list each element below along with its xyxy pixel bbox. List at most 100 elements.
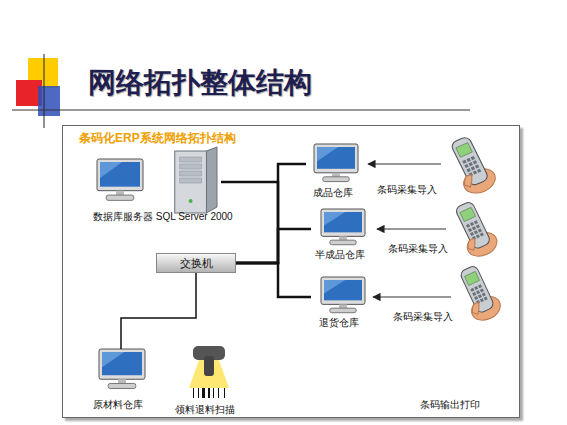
key [474, 220, 478, 224]
warehouse-pc: 半成品仓库 [311, 209, 377, 261]
key [473, 171, 477, 175]
key [480, 233, 484, 237]
monitor-base [108, 383, 136, 388]
key [471, 166, 475, 170]
server-side [206, 147, 217, 213]
handheld-terminal [454, 262, 504, 325]
node-icon [441, 134, 507, 196]
key [478, 228, 482, 232]
drive-bay [180, 164, 202, 169]
handheld-scanner: 条码采集导入 [451, 263, 511, 323]
monitor-base [106, 195, 134, 200]
screen-glare [317, 147, 338, 161]
thumb [461, 174, 476, 189]
network-cable [236, 263, 311, 297]
network-switch: 交换机 [156, 253, 236, 273]
device-screen [464, 271, 479, 285]
monitor-base [323, 177, 349, 182]
node-label: 半成品仓库 [315, 249, 365, 261]
network-cable [236, 164, 306, 263]
warehouse-pc: 退货仓库 [311, 277, 373, 329]
node-label: 条码采集导入 [388, 243, 448, 255]
key [484, 297, 488, 301]
key [462, 160, 466, 164]
monitor-base [330, 240, 356, 245]
node-label: 退货仓库 [319, 317, 359, 329]
node-label: 条码采集导入 [393, 311, 453, 323]
bar [202, 388, 205, 398]
blue-square [38, 86, 60, 116]
power-light [189, 199, 193, 203]
bar [208, 388, 210, 398]
handheld-terminal [444, 133, 499, 198]
import-arrow [373, 296, 451, 297]
monitor [314, 144, 358, 173]
monitor-stand [339, 236, 347, 240]
monitor [99, 349, 145, 379]
slide-title: 网络拓扑整体结构 [88, 64, 312, 102]
node-label: 领料退料扫描 [175, 404, 235, 416]
monitor-stand [339, 304, 347, 308]
key [468, 228, 472, 232]
bar [193, 388, 194, 398]
network-cable [236, 229, 311, 263]
screen-glare [324, 280, 345, 293]
key [476, 224, 480, 228]
bar [198, 388, 199, 398]
key [466, 224, 470, 228]
network-cable [121, 273, 196, 349]
screen-glare [324, 212, 345, 225]
thumb [465, 238, 479, 252]
device-screen [456, 143, 473, 158]
key [464, 164, 468, 168]
monitor [321, 209, 365, 236]
key [474, 286, 478, 290]
monitor [321, 277, 365, 304]
screen-glare [102, 352, 124, 367]
screen-glare [100, 162, 122, 178]
node-label: 条码采集导入 [377, 184, 437, 196]
monitor [97, 159, 143, 191]
monitor-stand [116, 191, 124, 195]
bar [224, 388, 225, 398]
key [470, 232, 474, 236]
key [470, 288, 474, 292]
device-screen [460, 207, 476, 221]
handheld-scanner: 条码采集导入 [441, 134, 507, 196]
screen [324, 280, 362, 300]
key [482, 292, 486, 296]
warehouse-pc: 原材料仓库 [89, 349, 153, 413]
key [471, 156, 475, 160]
import-arrow [377, 228, 446, 229]
key [469, 162, 473, 166]
key [477, 169, 481, 173]
node-label: 原材料仓库 [93, 399, 143, 411]
key [473, 160, 477, 164]
import-arrow [368, 163, 441, 164]
monitor-stand [118, 379, 126, 383]
scanner-handle [204, 356, 214, 376]
drive-bay [180, 171, 202, 176]
output-label: 条码输出打印 [420, 398, 480, 412]
server-body [175, 151, 207, 213]
node-icon [446, 199, 508, 259]
screen [317, 147, 355, 169]
node-icon [451, 263, 511, 323]
bar [213, 388, 214, 398]
key [472, 292, 476, 296]
monitor-stand [332, 173, 340, 177]
bar [218, 388, 219, 398]
node-label: 数据库服务器 SQL Server 2000 [93, 211, 233, 223]
warehouse-pc: 成品仓库 [306, 144, 368, 199]
server-node: 数据库服务器 SQL Server 2000 [91, 147, 221, 227]
barcode-gun: 领料退料扫描 [173, 344, 245, 416]
key [466, 158, 470, 162]
drive-bay [180, 178, 202, 183]
scanner-gun [189, 346, 229, 398]
thumb [469, 302, 483, 316]
screen [102, 352, 142, 375]
key [475, 164, 479, 168]
